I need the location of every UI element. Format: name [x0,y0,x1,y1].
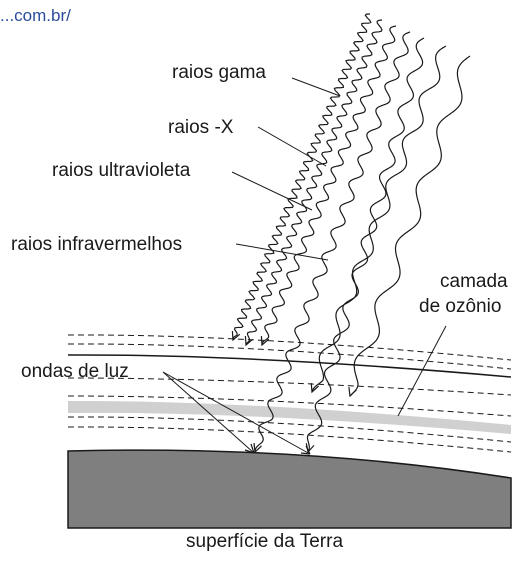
pointer-ozone [397,325,447,417]
ray-infrared-1-arrowhead [310,383,320,394]
atmosphere-dashed-line-3 [67,377,512,396]
pointer-x [257,126,327,167]
light-arrow-1 [162,371,255,454]
ray-infrared-2-arrowhead [348,387,357,398]
radiation-rays [231,13,471,454]
source-url: ...com.br/ [0,6,71,25]
pointer-ir [235,243,329,261]
ray-infrared-1 [311,45,447,393]
label-raios-gama: raios gama [172,62,266,83]
atmosphere-dashed-line-5 [67,416,512,443]
ray-gama-arrowhead [231,331,241,342]
light-arrow-2-head [300,445,311,455]
atmosphere-solid-line [67,354,512,378]
light-arrow-1-head [244,443,255,454]
ray-visible-2 [306,37,425,453]
pointer-gama [291,77,341,97]
label-ondas-de-luz: ondas de luz [21,361,129,382]
label-raios-ultravioleta: raios ultravioleta [52,160,191,181]
label-de-ozonio: de ozônio [419,296,502,317]
atmosphere-dashed-line-6 [67,426,512,453]
pointer-uv [231,171,313,211]
ray-x-arrowhead [244,336,254,347]
ray-ultraviolet-arrowhead [260,336,270,347]
light-arrow-2 [162,371,311,455]
ray-visible-2-arrowhead [305,443,315,454]
label-raios-infravermelhos: raios infravermelhos [11,234,183,255]
ray-x [245,19,383,346]
label-superficie-terra: superfície da Terra [186,531,344,552]
label-camada: camada [440,271,508,292]
ray-gama [232,13,372,341]
label-raios-x: raios -X [168,117,234,138]
ray-ultraviolet [261,25,397,346]
atmosphere-dashed-line-2 [67,343,512,370]
atmosphere-dashed-line-1 [67,334,512,361]
ray-visible-1 [254,31,411,453]
ray-infrared-2 [349,55,471,397]
ray-visible-1-arrowhead [253,443,262,454]
earth-surface [67,449,512,529]
ozone-band [68,400,511,434]
